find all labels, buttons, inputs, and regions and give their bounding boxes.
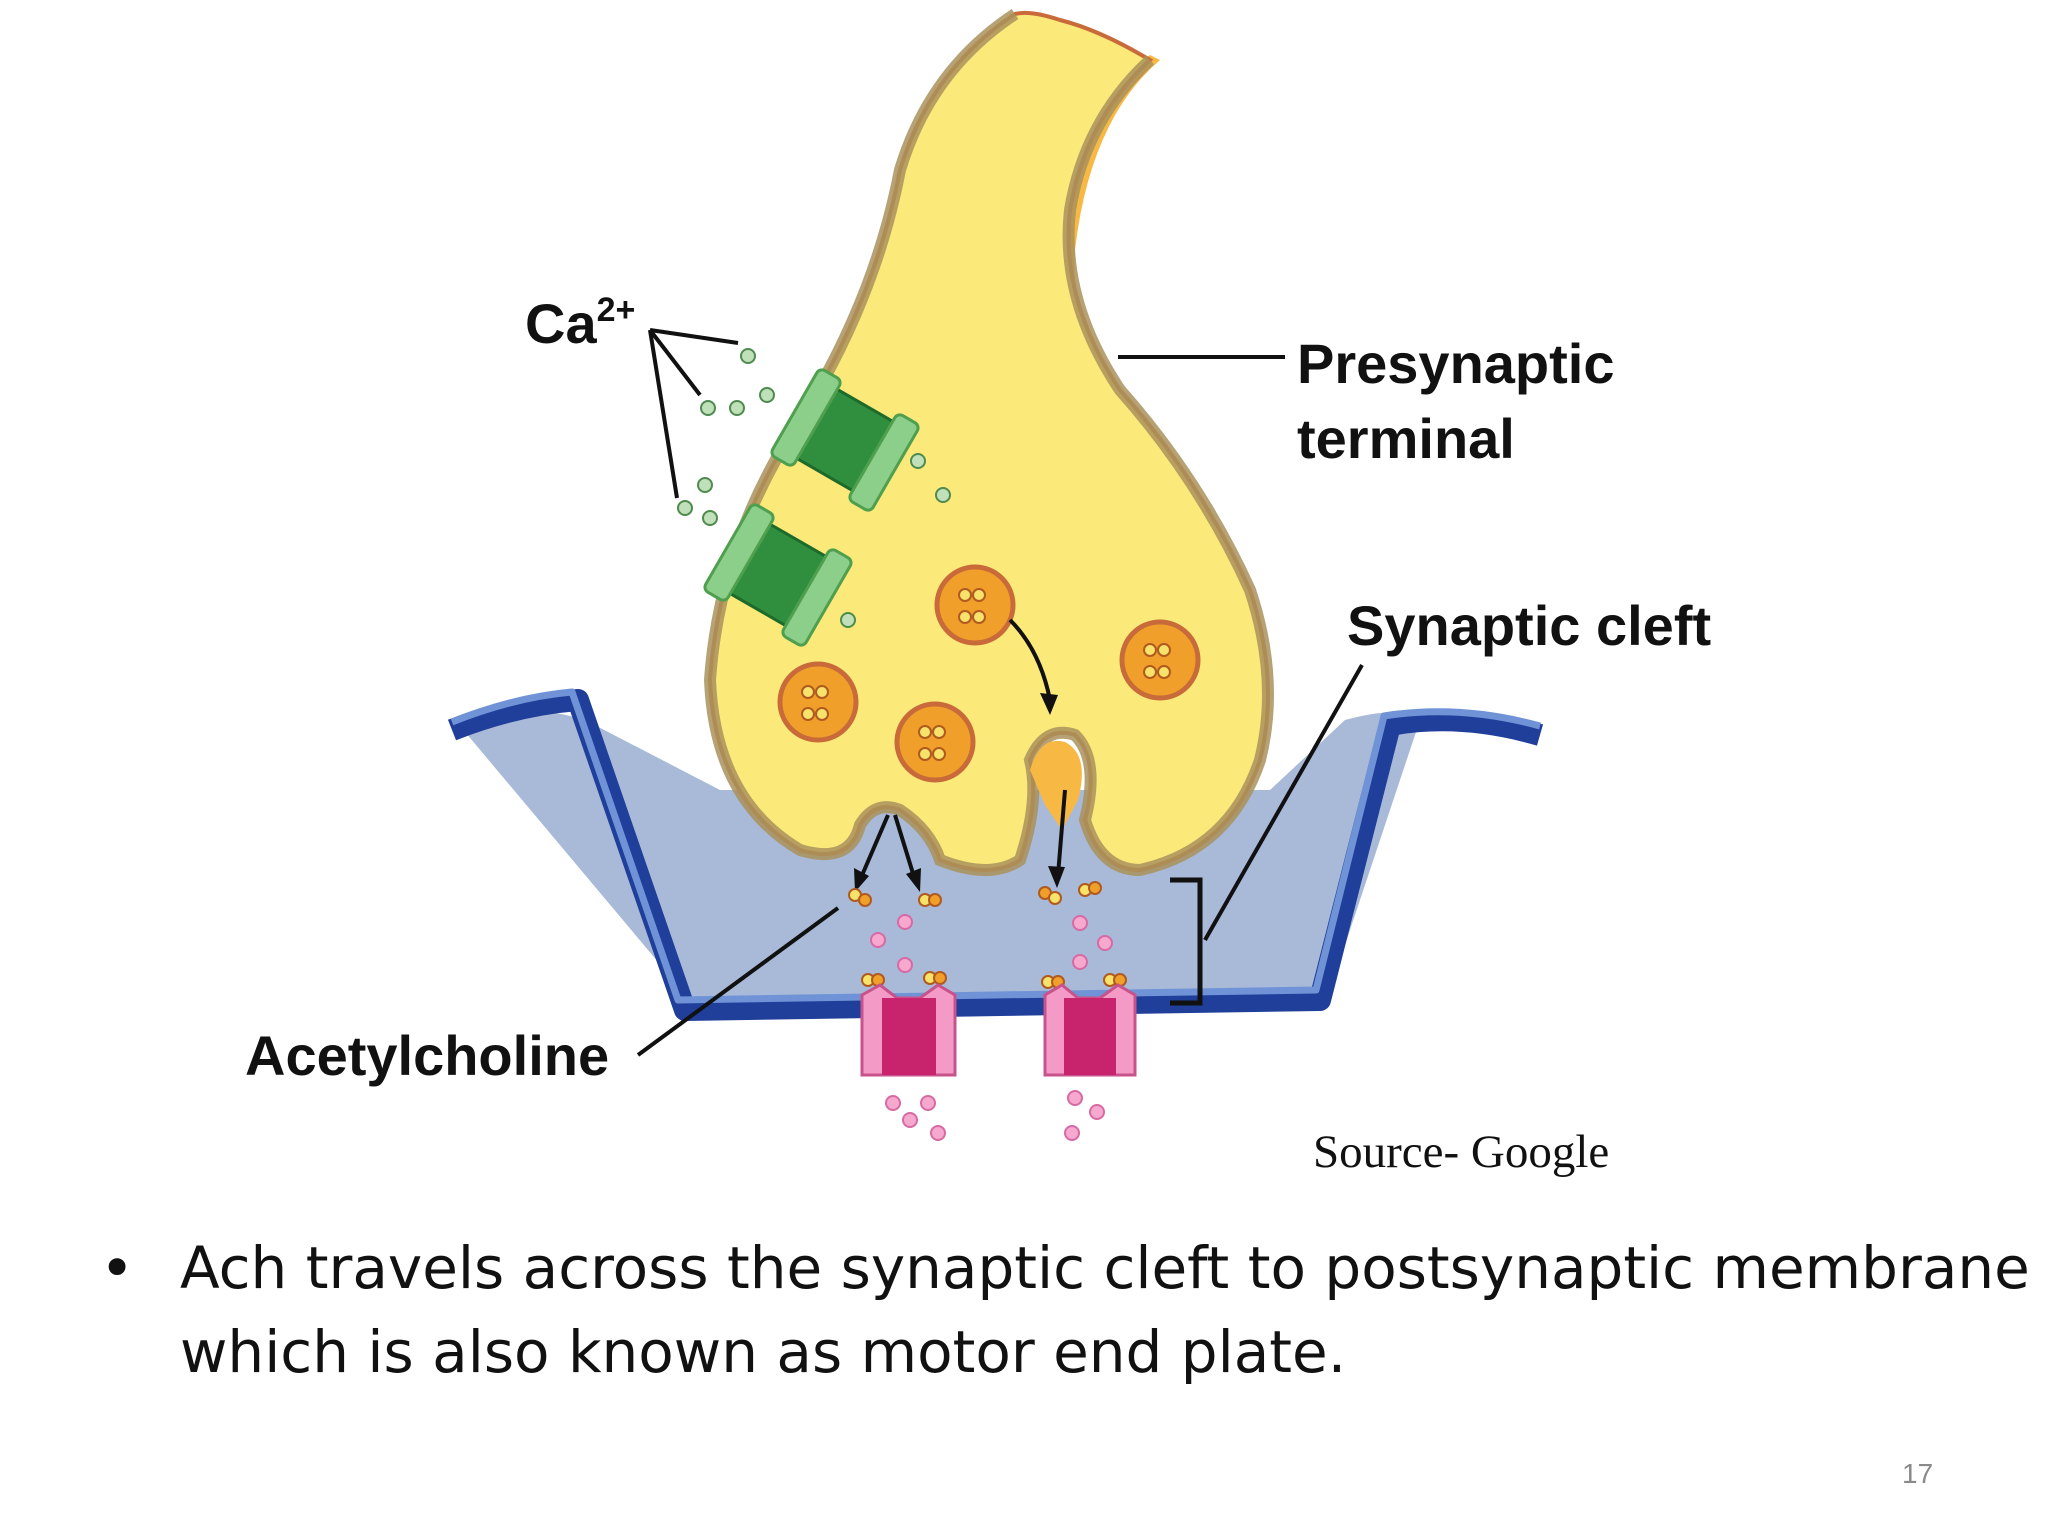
bullet-mark: •	[100, 1234, 135, 1302]
vesicle	[777, 661, 859, 743]
calcium-label: Ca2+	[525, 291, 635, 355]
acetylcholine-label: Acetylcholine	[245, 1024, 609, 1087]
calcium-channel	[770, 368, 920, 512]
ach-receptor	[860, 983, 957, 1077]
calcium-charge: 2+	[597, 291, 636, 329]
vesicle	[1119, 619, 1201, 701]
calcium-pointer-lines	[648, 328, 739, 499]
presynaptic-label-line1: Presynaptic	[1297, 332, 1615, 395]
postsynaptic-membrane	[447, 689, 1544, 1021]
calcium-channel	[703, 503, 853, 647]
arrow-heads	[854, 693, 1065, 892]
synaptic-cleft-label: Synaptic cleft	[1347, 594, 1711, 657]
pink-ions	[870, 914, 1113, 1141]
cleft-pointer-line	[1203, 664, 1364, 941]
cleft-bracket	[1170, 877, 1203, 1006]
page-number: 17	[1902, 1458, 1934, 1489]
bullet-text: Ach travels across the synaptic cleft to…	[180, 1234, 2030, 1386]
terminal-membrane	[703, 8, 1274, 877]
ach-receptor	[1043, 983, 1137, 1077]
source-caption: Source- Google	[1313, 1126, 1610, 1178]
vesicle	[894, 701, 976, 783]
postsynaptic-membrane-highlight	[450, 688, 1541, 1004]
release-arrows	[858, 618, 1067, 881]
presynaptic-label-line2: terminal	[1297, 407, 1515, 470]
vesicle	[934, 564, 1016, 646]
acetylcholine-pointer-line	[636, 906, 840, 1057]
calcium-ions	[677, 348, 951, 628]
fusing-vesicle	[1030, 740, 1082, 830]
acetylcholine-molecules	[848, 881, 1127, 989]
